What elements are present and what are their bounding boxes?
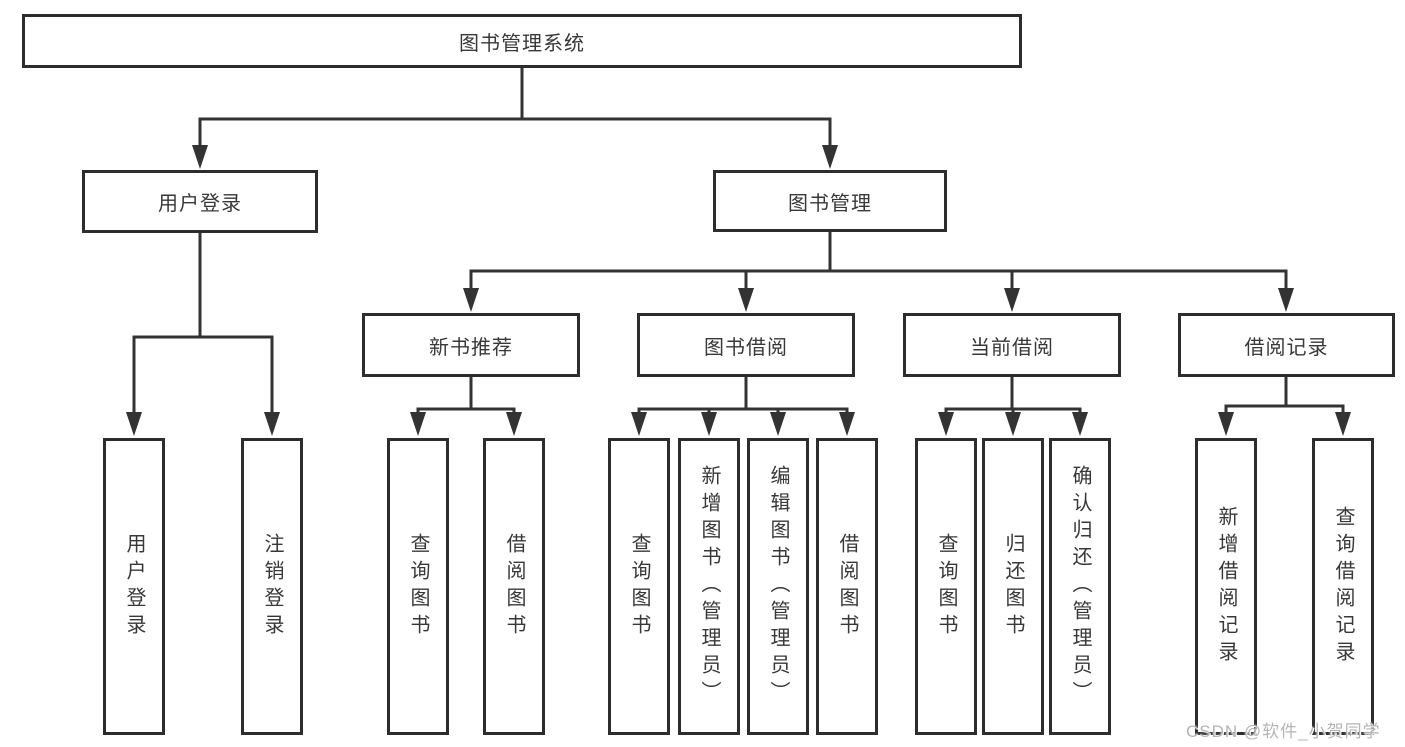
leaf-add-books-admin: 新增图书（管理员） [678, 438, 740, 735]
leaf-user-login: 用户登录 [103, 438, 165, 735]
leaf-logout: 注销登录 [241, 438, 303, 735]
leaf-return-books: 归还图书 [982, 438, 1044, 735]
arrowhead [822, 145, 838, 169]
leaf-edit-books-admin: 编辑图书（管理员） [747, 438, 809, 735]
node-label: 用户登录 [123, 532, 145, 641]
connector-book-mgmt-to-level3 [469, 230, 1288, 292]
arrowhead [1335, 412, 1351, 436]
arrowhead [410, 412, 426, 436]
connector-new-book-rec-to-leaves [416, 375, 516, 416]
node-label: 借阅图书 [836, 532, 858, 641]
arrowhead [1005, 412, 1021, 436]
node-label: 注销登录 [261, 532, 283, 641]
arrowhead [506, 412, 522, 436]
node-library-management-system: 图书管理系统 [22, 14, 1022, 68]
leaf-confirm-return-admin: 确认归还（管理员） [1049, 438, 1111, 735]
node-borrowing-records: 借阅记录 [1178, 313, 1395, 377]
connector-borrow-records-to-leaves [1224, 375, 1345, 416]
node-label: 确认归还（管理员） [1069, 465, 1091, 708]
connector-lines [132, 66, 1345, 416]
node-label: 编辑图书（管理员） [767, 465, 789, 708]
arrowhead [1004, 288, 1020, 312]
node-label: 新增借阅记录 [1215, 505, 1237, 668]
node-label: 归还图书 [1002, 532, 1024, 641]
arrowhead [1278, 288, 1294, 312]
node-label: 借阅记录 [1244, 336, 1329, 359]
connector-root-to-level2 [198, 66, 832, 150]
leaf-borrow-books: 借阅图书 [816, 438, 878, 735]
connector-current-borrow-to-leaves [944, 375, 1082, 416]
arrowhead [631, 412, 647, 436]
node-label: 当前借阅 [970, 336, 1054, 359]
arrowhead [738, 288, 754, 312]
leaf-query-books: 查询图书 [387, 438, 449, 735]
node-label: 查询图书 [628, 532, 650, 641]
node-current-borrowing: 当前借阅 [903, 313, 1121, 377]
arrowhead [938, 412, 954, 436]
node-label: 新增图书（管理员） [698, 465, 720, 708]
leaf-query-books: 查询图书 [915, 438, 977, 735]
arrowhead [126, 412, 142, 436]
csdn-watermark: CSDN @软件_小贺同学 [1186, 722, 1381, 741]
node-label: 查询图书 [935, 532, 957, 641]
leaf-query-borrow-record: 查询借阅记录 [1312, 438, 1374, 735]
node-label: 查询图书 [407, 532, 429, 641]
leaf-borrow-books: 借阅图书 [483, 438, 545, 735]
arrowhead [839, 412, 855, 436]
connector-book-borrow-to-leaves [637, 375, 849, 416]
arrowhead [770, 412, 786, 436]
arrowhead [1218, 412, 1234, 436]
node-label: 用户登录 [158, 193, 242, 215]
arrowhead [701, 412, 717, 436]
leaf-query-books: 查询图书 [608, 438, 670, 735]
node-label: 图书借阅 [704, 336, 788, 359]
node-label: 图书管理 [788, 192, 872, 215]
node-new-book-recommendation: 新书推荐 [362, 313, 580, 377]
node-label: 图书管理系统 [459, 32, 585, 55]
arrowhead [264, 412, 280, 436]
leaf-add-borrow-record: 新增借阅记录 [1195, 438, 1257, 735]
arrowhead [192, 145, 208, 169]
arrowhead [463, 288, 479, 312]
node-label: 查询借阅记录 [1332, 505, 1354, 668]
arrowhead [1072, 412, 1088, 436]
connector-user-login-to-leaves [132, 231, 274, 416]
node-book-borrowing: 图书借阅 [637, 313, 855, 377]
node-user-login: 用户登录 [82, 170, 318, 233]
arrowheads [126, 145, 1351, 436]
node-book-management: 图书管理 [713, 170, 947, 232]
node-label: 借阅图书 [503, 532, 525, 641]
node-label: 新书推荐 [429, 336, 513, 359]
